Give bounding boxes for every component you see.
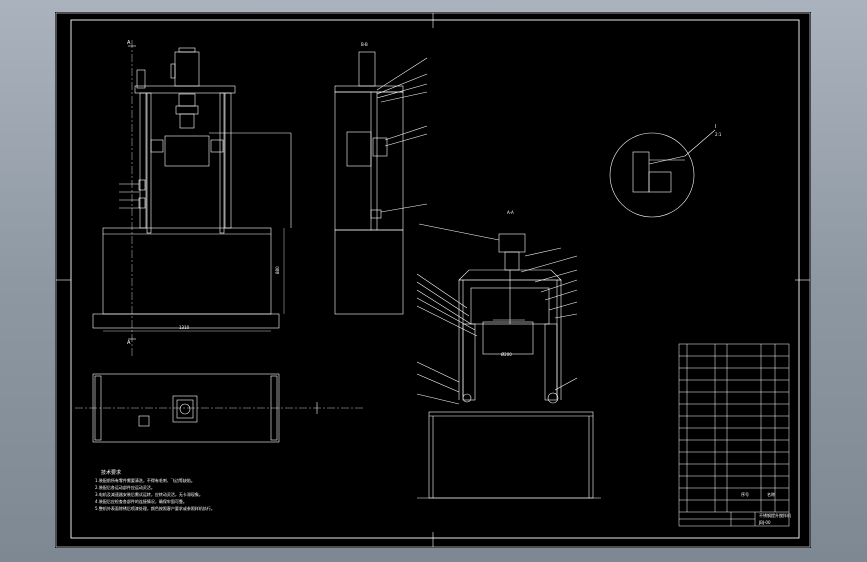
technical-notes: 技术要求 1.装配前所有零件需要清洗，不得有毛刺、飞边等缺陷。 2.装配后各运动… — [95, 469, 215, 511]
title-col-a: 序号 — [741, 491, 749, 497]
detail-circle — [609, 132, 695, 218]
note-line: 3.电机及减速器安装后需试运转，应转动灵活，无卡滞现象。 — [95, 491, 203, 497]
cad-drawing: A A 1310 880 B-B — [55, 12, 811, 548]
drawing-name: 不锈钢提升搅拌机 — [759, 512, 791, 518]
base-tank — [102, 227, 272, 315]
front-width-dim: 1310 — [179, 325, 190, 330]
detail-scale: 2:1 — [715, 132, 722, 137]
section-b-label: B-B — [361, 42, 368, 47]
title-block — [678, 343, 790, 527]
drawing-sheet: A A 1310 880 B-B — [55, 12, 811, 548]
section-view — [416, 223, 601, 499]
inner-border — [70, 19, 800, 539]
note-line: 1.装配前所有零件需要清洗，不得有毛刺、飞边等缺陷。 — [95, 477, 195, 483]
ring-dim: Ø200 — [501, 352, 512, 357]
mixing-cup — [482, 321, 534, 355]
lifting-box — [164, 135, 210, 167]
side-tank — [334, 229, 404, 315]
detail-view — [609, 129, 716, 218]
motor-body — [174, 51, 200, 87]
title-col-b: 名称 — [767, 491, 775, 497]
section-a-label: A-A — [507, 210, 514, 215]
title-block-frame — [678, 343, 790, 527]
detail-label: I — [715, 124, 716, 130]
notes-title: 技术要求 — [101, 469, 121, 476]
section-base — [428, 411, 594, 499]
base-plate — [92, 313, 280, 329]
front-view — [92, 40, 292, 357]
note-line: 5.整机外表面除锈后喷漆处理，颜色按照客户要求或参照样机执行。 — [95, 505, 215, 511]
top-view — [75, 373, 363, 443]
note-line: 2.装配后各运动部件应运动灵活。 — [95, 484, 155, 490]
section-mark-a-bottom: A — [127, 340, 131, 346]
front-height-dim: 880 — [275, 266, 280, 274]
side-motor — [358, 51, 376, 87]
top-flange — [172, 395, 198, 423]
side-view — [334, 51, 428, 315]
note-line: 4.装配后应检查各部件的连接情况，确保牢固可靠。 — [95, 498, 187, 504]
section-mark-a-top: A — [127, 40, 131, 46]
drawing-number: JBJ-00 — [758, 520, 771, 525]
